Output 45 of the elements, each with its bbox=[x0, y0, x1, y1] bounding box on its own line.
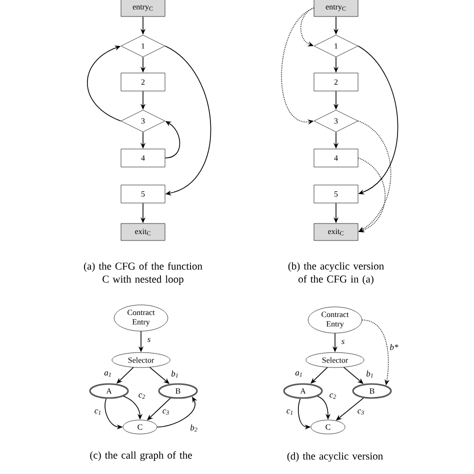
edge-label: a$_{1}$ bbox=[295, 371, 302, 377]
edge-label: s bbox=[147, 338, 150, 342]
arrow bbox=[86, 46, 122, 122]
ellipse-node: C bbox=[310, 420, 346, 434]
edge-label: c$_{3}$ bbox=[358, 409, 364, 415]
ellipse-node: B bbox=[158, 383, 198, 399]
arrow bbox=[164, 121, 180, 158]
caption: (d) the acyclic version bbox=[287, 452, 383, 462]
edge-label: c$_{3}$ bbox=[162, 409, 169, 415]
edge-label: b$_{1}$ bbox=[366, 370, 373, 378]
edge-label: b* bbox=[390, 344, 398, 350]
terminal-box: exit$_{C}$ bbox=[120, 223, 166, 241]
edge-label: b$_{1}$ bbox=[171, 370, 178, 378]
edge-label: b$_{2}$ bbox=[190, 424, 198, 432]
ellipse-node: A bbox=[89, 383, 129, 399]
ellipse-node: A bbox=[283, 383, 323, 399]
terminal-box: exit$_{C}$ bbox=[314, 223, 358, 241]
arrow bbox=[164, 46, 212, 196]
edge-label: c$_{2}$ bbox=[330, 393, 336, 399]
ellipse-node: C bbox=[122, 420, 158, 434]
arrow bbox=[358, 120, 392, 232]
edge-label: c$_{1}$ bbox=[286, 409, 292, 415]
ellipse-node: Contract Entry bbox=[308, 306, 362, 334]
process-box: 5 bbox=[120, 184, 166, 204]
caption: (a) the CFG of the function C with nested loop bbox=[84, 262, 202, 285]
ellipse-node: Contract Entry bbox=[114, 304, 168, 332]
ellipse-node: Selector bbox=[306, 352, 364, 368]
edge-label: s bbox=[341, 340, 344, 344]
arrow bbox=[300, 8, 314, 46]
process-box: 4 bbox=[120, 148, 166, 168]
process-box: 5 bbox=[314, 184, 358, 204]
caption: (b) the acyclic version of the CFG in (a) bbox=[288, 262, 384, 285]
arrow bbox=[358, 46, 398, 194]
edge-label: c$_{2}$ bbox=[138, 393, 145, 399]
edge-label: c$_{1}$ bbox=[94, 409, 100, 415]
edge-label: a$_{1}$ bbox=[104, 371, 111, 377]
terminal-box: entry$_{C}$ bbox=[314, 0, 358, 17]
process-box: 4 bbox=[314, 148, 358, 168]
caption: (c) the call graph of the bbox=[90, 451, 192, 461]
arrow bbox=[358, 158, 386, 232]
process-box: 2 bbox=[120, 72, 166, 92]
process-box: 2 bbox=[314, 72, 358, 92]
ellipse-node: Selector bbox=[112, 352, 170, 368]
ellipse-node: B bbox=[352, 383, 392, 399]
terminal-box: entry$_{C}$ bbox=[120, 0, 166, 17]
